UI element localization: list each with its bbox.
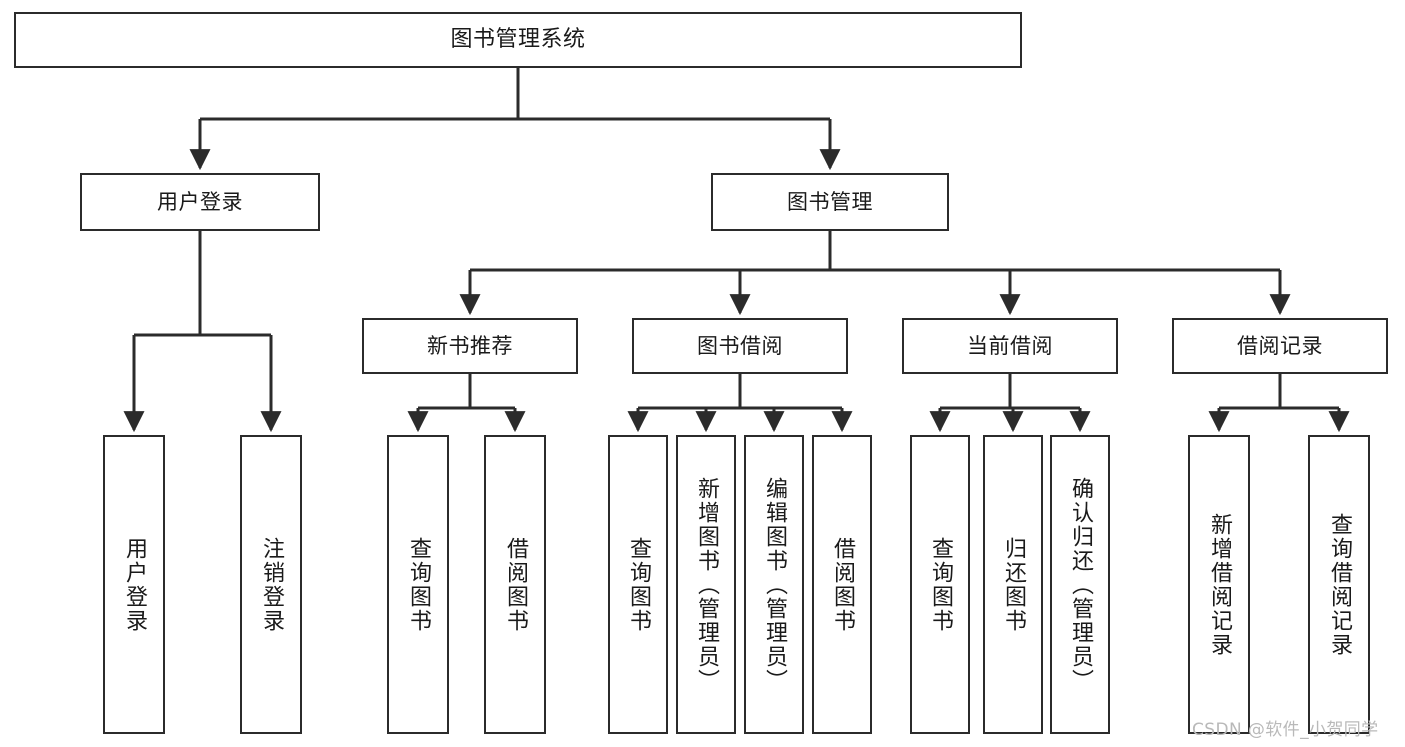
node-leaf-borrow-book-2[interactable]: 借阅图书 — [812, 435, 872, 734]
node-book-borrow[interactable]: 图书借阅 — [632, 318, 848, 374]
node-user-login-label: 用户登录 — [157, 189, 243, 214]
node-leaf-query-book-1[interactable]: 查询图书 — [387, 435, 449, 734]
node-leaf-user-login-label: 用户登录 — [122, 536, 147, 633]
node-leaf-return-book-label: 归还图书 — [1001, 536, 1026, 633]
node-leaf-user-login[interactable]: 用户登录 — [103, 435, 165, 734]
node-book-borrow-label: 图书借阅 — [697, 333, 783, 358]
node-leaf-return-book[interactable]: 归还图书 — [983, 435, 1043, 734]
node-new-book-recommend-label: 新书推荐 — [427, 333, 513, 358]
node-leaf-query-book-1-label: 查询图书 — [406, 536, 431, 633]
edges-bookborrow-leaves — [627, 374, 853, 433]
node-book-management-label: 图书管理 — [787, 189, 873, 214]
node-current-borrow-label: 当前借阅 — [967, 333, 1053, 358]
node-borrow-record[interactable]: 借阅记录 — [1172, 318, 1388, 374]
node-leaf-confirm-return[interactable]: 确认归还（管理员） — [1050, 435, 1110, 734]
node-leaf-logout-login-label: 注销登录 — [259, 536, 284, 633]
node-leaf-borrow-book-1-label: 借阅图书 — [503, 536, 528, 633]
node-root-label: 图书管理系统 — [450, 27, 586, 53]
node-leaf-add-book[interactable]: 新增图书（管理员） — [676, 435, 736, 734]
node-borrow-record-label: 借阅记录 — [1237, 333, 1323, 358]
edges-root-level2 — [189, 68, 841, 171]
node-root[interactable]: 图书管理系统 — [14, 12, 1022, 68]
edges-borrowrecord-leaves — [1208, 374, 1350, 433]
node-leaf-query-book-2[interactable]: 查询图书 — [608, 435, 668, 734]
edges-userlogin-leaves — [123, 231, 282, 433]
node-leaf-add-book-label: 新增图书（管理员） — [694, 476, 719, 693]
node-leaf-borrow-book-2-label: 借阅图书 — [830, 536, 855, 633]
node-leaf-query-book-3-label: 查询图书 — [928, 536, 953, 633]
node-leaf-query-book-2-label: 查询图书 — [626, 536, 651, 633]
node-user-login[interactable]: 用户登录 — [80, 173, 320, 231]
node-leaf-add-borrow-record[interactable]: 新增借阅记录 — [1188, 435, 1250, 734]
node-leaf-query-borrow-record-label: 查询借阅记录 — [1327, 512, 1352, 657]
node-book-management[interactable]: 图书管理 — [711, 173, 949, 231]
node-leaf-query-borrow-record[interactable]: 查询借阅记录 — [1308, 435, 1370, 734]
node-leaf-edit-book-label: 编辑图书（管理员） — [762, 476, 787, 693]
node-leaf-edit-book[interactable]: 编辑图书（管理员） — [744, 435, 804, 734]
node-leaf-add-borrow-record-label: 新增借阅记录 — [1207, 512, 1232, 657]
edges-currentborrow-leaves — [929, 374, 1091, 433]
node-leaf-borrow-book-1[interactable]: 借阅图书 — [484, 435, 546, 734]
edges-bookmgmt-level3 — [459, 231, 1291, 316]
edges-newbook-leaves — [407, 374, 526, 433]
node-current-borrow[interactable]: 当前借阅 — [902, 318, 1118, 374]
node-leaf-logout-login[interactable]: 注销登录 — [240, 435, 302, 734]
node-leaf-confirm-return-label: 确认归还（管理员） — [1068, 476, 1093, 693]
node-new-book-recommend[interactable]: 新书推荐 — [362, 318, 578, 374]
node-leaf-query-book-3[interactable]: 查询图书 — [910, 435, 970, 734]
